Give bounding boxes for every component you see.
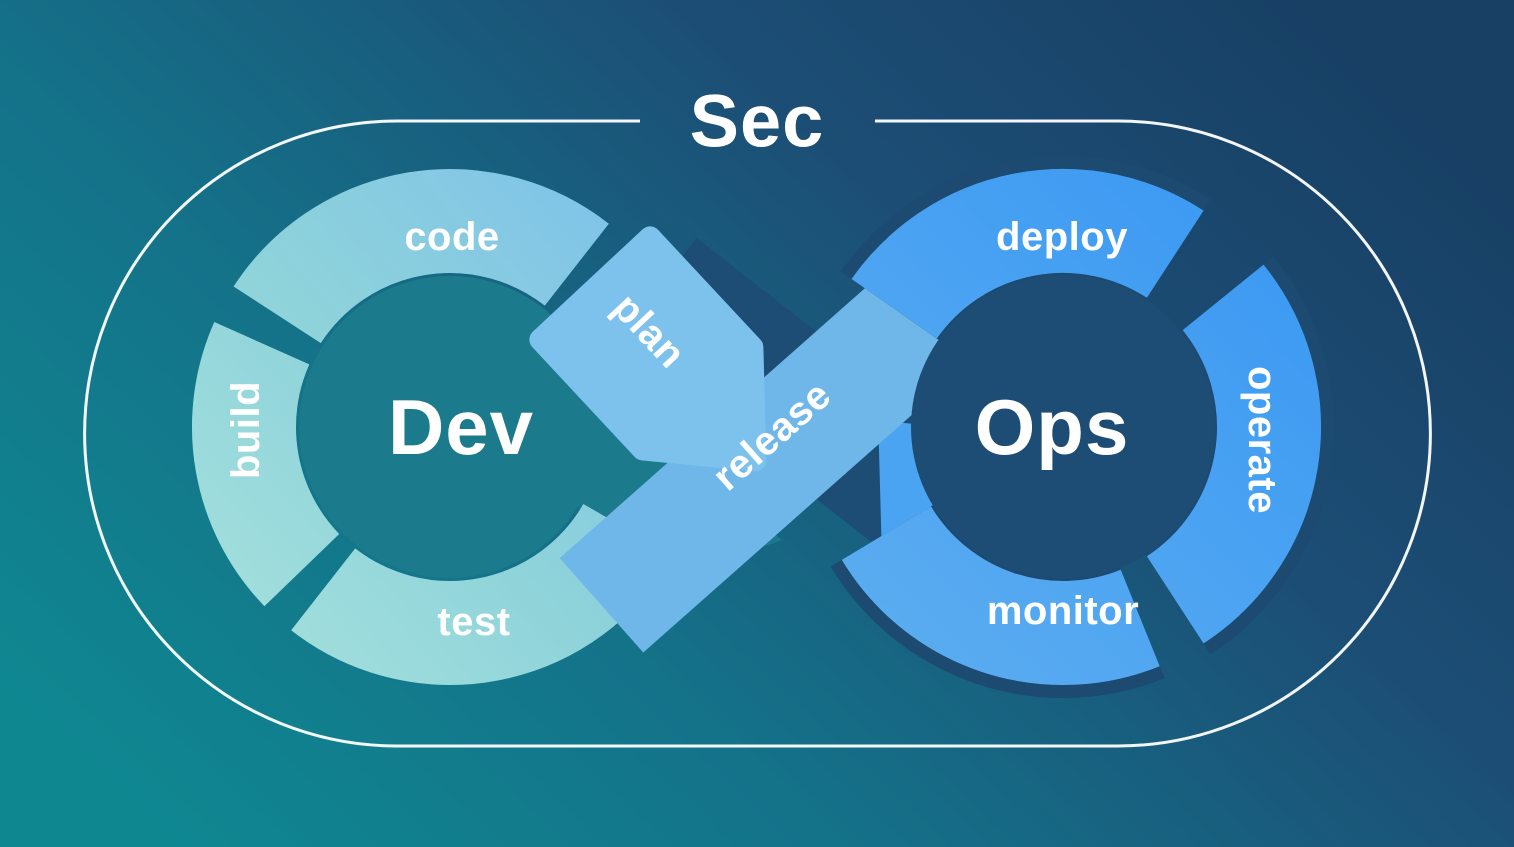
release-band bbox=[559, 233, 1011, 653]
dev-center-disc bbox=[299, 276, 601, 578]
ops-ring bbox=[830, 155, 1334, 698]
stage-operate-label: operate bbox=[1240, 366, 1284, 514]
sec-title: Sec bbox=[690, 80, 825, 163]
ops-center-label: Ops bbox=[975, 383, 1130, 471]
dev-center-label: Dev bbox=[388, 383, 534, 471]
plan-tag-shape bbox=[529, 226, 767, 472]
ops-ring-operate-segment bbox=[1145, 264, 1321, 644]
ops-ring-monitor-segment bbox=[841, 505, 1160, 685]
dev-ring-build-segment bbox=[192, 322, 341, 607]
sec-perimeter-outline bbox=[83, 119, 1432, 748]
stage-code-label: code bbox=[404, 215, 499, 259]
stage-monitor-label: monitor bbox=[987, 589, 1139, 633]
ops-ring-deploy-segment bbox=[851, 168, 1204, 340]
stage-build-label: build bbox=[224, 381, 268, 479]
ops-center-disc bbox=[911, 275, 1215, 579]
stage-test-label: test bbox=[437, 600, 510, 644]
stage-deploy-label: deploy bbox=[996, 215, 1128, 259]
dev-ring-code-segment bbox=[233, 169, 609, 345]
